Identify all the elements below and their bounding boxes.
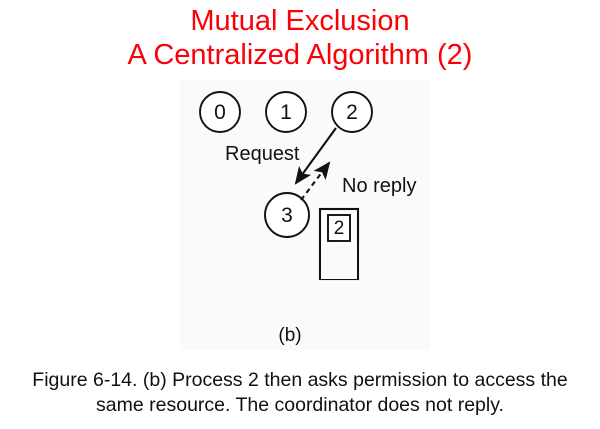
coordinator-queue: 2 bbox=[318, 207, 360, 281]
no-reply-arrow-line bbox=[300, 161, 331, 201]
panel-caption: (b) bbox=[278, 325, 301, 346]
title-line-2: A Centralized Algorithm (2) bbox=[127, 39, 473, 71]
request-arrow-line bbox=[294, 127, 337, 185]
process-node-3-label: 3 bbox=[281, 204, 293, 227]
no-reply-label: No reply bbox=[342, 175, 416, 197]
figure-caption: Figure 6-14. (b) Process 2 then asks per… bbox=[14, 368, 586, 418]
centralized-algorithm-diagram: 0 1 2 3 2 Request No reply (b) bbox=[199, 91, 416, 346]
diagram-panel: 0 1 2 3 2 Request No reply (b) bbox=[180, 80, 430, 350]
request-label: Request bbox=[225, 143, 300, 165]
process-node-3: 3 bbox=[264, 192, 310, 238]
figure-caption-line-2: same resource. The coordinator does not … bbox=[96, 394, 504, 416]
process-node-2: 2 bbox=[331, 91, 373, 133]
figure-caption-line-1: Figure 6-14. (b) Process 2 then asks per… bbox=[32, 369, 568, 391]
process-node-1-label: 1 bbox=[280, 101, 292, 124]
slide-title: Mutual Exclusion A Centralized Algorithm… bbox=[0, 4, 600, 72]
process-node-2-label: 2 bbox=[346, 101, 358, 124]
process-node-0: 0 bbox=[199, 91, 241, 133]
process-node-1: 1 bbox=[265, 91, 307, 133]
coordinator-queue-slot-label: 2 bbox=[334, 218, 345, 239]
title-line-1: Mutual Exclusion bbox=[190, 5, 410, 37]
process-node-0-label: 0 bbox=[214, 101, 226, 124]
